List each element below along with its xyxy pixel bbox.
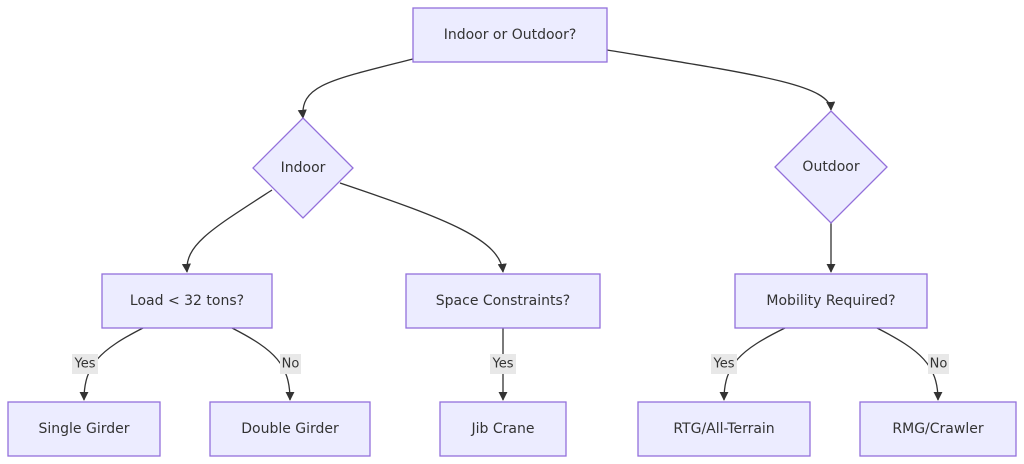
edge-indoor-space: [339, 182, 507, 273]
edge-label-mobility-rtg: Yes: [711, 354, 737, 374]
svg-text:Yes: Yes: [74, 357, 96, 372]
node-load-check: Load < 32 tons?: [101, 273, 273, 329]
svg-text:Yes: Yes: [713, 357, 735, 372]
edge-label-mobility-rmg: No: [928, 354, 949, 374]
edge-root-indoor: [297, 58, 414, 119]
edge-label-space-jib: Yes: [490, 354, 516, 374]
node-indoor-or-outdoor: Indoor or Outdoor?: [412, 7, 608, 63]
svg-text:Outdoor: Outdoor: [802, 159, 859, 175]
svg-text:Yes: Yes: [492, 357, 514, 372]
node-double-girder: Double Girder: [209, 401, 371, 457]
edge-root-outdoor: [606, 49, 836, 111]
node-outdoor: Outdoor: [774, 110, 888, 224]
svg-text:Space Constraints?: Space Constraints?: [436, 293, 570, 309]
svg-text:Mobility Required?: Mobility Required?: [766, 293, 895, 309]
node-jib-crane: Jib Crane: [439, 401, 567, 457]
edge-indoor-load: [181, 189, 273, 273]
svg-text:Load < 32 tons?: Load < 32 tons?: [130, 293, 244, 309]
edge-mobility-rtg: [719, 327, 786, 401]
svg-text:Indoor: Indoor: [281, 160, 326, 176]
node-mobility-required: Mobility Required?: [734, 273, 928, 329]
svg-text:Single Girder: Single Girder: [39, 421, 130, 437]
svg-text:RMG/Crawler: RMG/Crawler: [892, 421, 983, 437]
edge-load-double: [231, 327, 295, 401]
edge-label-load-double: No: [280, 354, 301, 374]
svg-text:No: No: [282, 357, 300, 372]
node-single-girder: Single Girder: [7, 401, 161, 457]
node-rmg-crawler: RMG/Crawler: [859, 401, 1017, 457]
node-indoor: Indoor: [252, 117, 354, 219]
svg-text:Indoor or Outdoor?: Indoor or Outdoor?: [444, 27, 577, 43]
svg-text:Jib Crane: Jib Crane: [471, 421, 535, 437]
edge-label-load-single: Yes: [72, 354, 98, 374]
svg-text:Double Girder: Double Girder: [241, 421, 339, 437]
node-rtg-all-terrain: RTG/All-Terrain: [637, 401, 811, 457]
node-space-constraints: Space Constraints?: [405, 273, 601, 329]
edge-mobility-rmg: [876, 327, 943, 401]
svg-text:RTG/All-Terrain: RTG/All-Terrain: [673, 421, 774, 437]
svg-text:No: No: [930, 357, 948, 372]
